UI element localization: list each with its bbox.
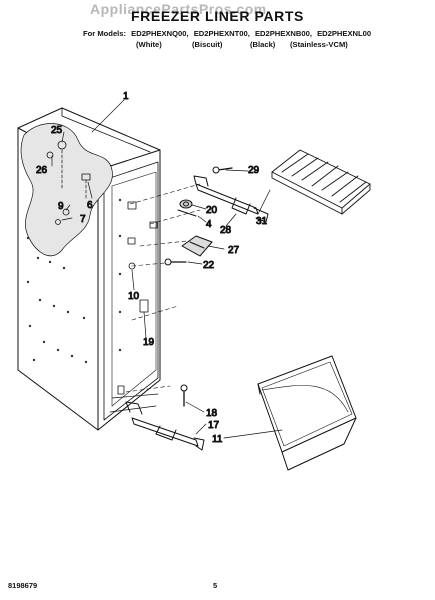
- callout-6: 6: [87, 200, 93, 211]
- model-number: ED2PHEXNQ00,: [131, 29, 189, 38]
- callout-1: 1: [123, 91, 129, 102]
- model-number: ED2PHEXNB00,: [254, 29, 312, 38]
- screw-18: [180, 384, 188, 407]
- finish-stainless: (Stainless-VCM): [290, 40, 348, 49]
- callout-22: 22: [203, 260, 215, 271]
- callout-9: 9: [58, 201, 64, 212]
- finish-black: (Black): [250, 40, 276, 49]
- callout-11: 11: [212, 434, 223, 445]
- callout-26: 26: [36, 165, 48, 176]
- callout-18: 18: [206, 408, 218, 419]
- clip-assembly: [181, 235, 213, 257]
- alignment-lines: [125, 183, 201, 393]
- finish-biscuit: (Biscuit): [192, 40, 223, 49]
- callout-27: 27: [228, 245, 240, 256]
- roller-part: [177, 199, 197, 217]
- callout-28: 28: [220, 225, 232, 236]
- callout-10: 10: [128, 291, 140, 302]
- callout-7: 7: [80, 214, 86, 225]
- screw-29: [212, 166, 233, 174]
- wire-shelf: [271, 149, 371, 215]
- models-label: For Models:: [83, 29, 127, 38]
- page-number: 5: [213, 581, 218, 590]
- screw-22: [164, 258, 187, 266]
- finish-white: (White): [136, 40, 162, 49]
- callout-29: 29: [248, 165, 260, 176]
- model-number: ED2PHEXNL00: [317, 29, 372, 38]
- callout-19: 19: [143, 337, 155, 348]
- bottom-slide-rail: [125, 401, 205, 451]
- watermark: AppliancePartsPros.com: [90, 1, 267, 17]
- callout-20: 20: [206, 205, 218, 216]
- leader-lines: [51, 99, 283, 439]
- callout-25: 25: [51, 125, 63, 136]
- callout-4: 4: [206, 219, 212, 230]
- doc-number: 8198679: [8, 581, 38, 590]
- freezer-bin: [257, 355, 357, 471]
- callout-17: 17: [208, 420, 220, 431]
- models-line: For Models: ED2PHEXNQ00, ED2PHEXNT00, ED…: [83, 29, 374, 38]
- callout-31: 31: [256, 216, 268, 227]
- model-number: ED2PHEXNT00,: [193, 29, 250, 38]
- freezer-liner: [17, 107, 161, 431]
- page-title: FREEZER LINER PARTS: [131, 8, 304, 24]
